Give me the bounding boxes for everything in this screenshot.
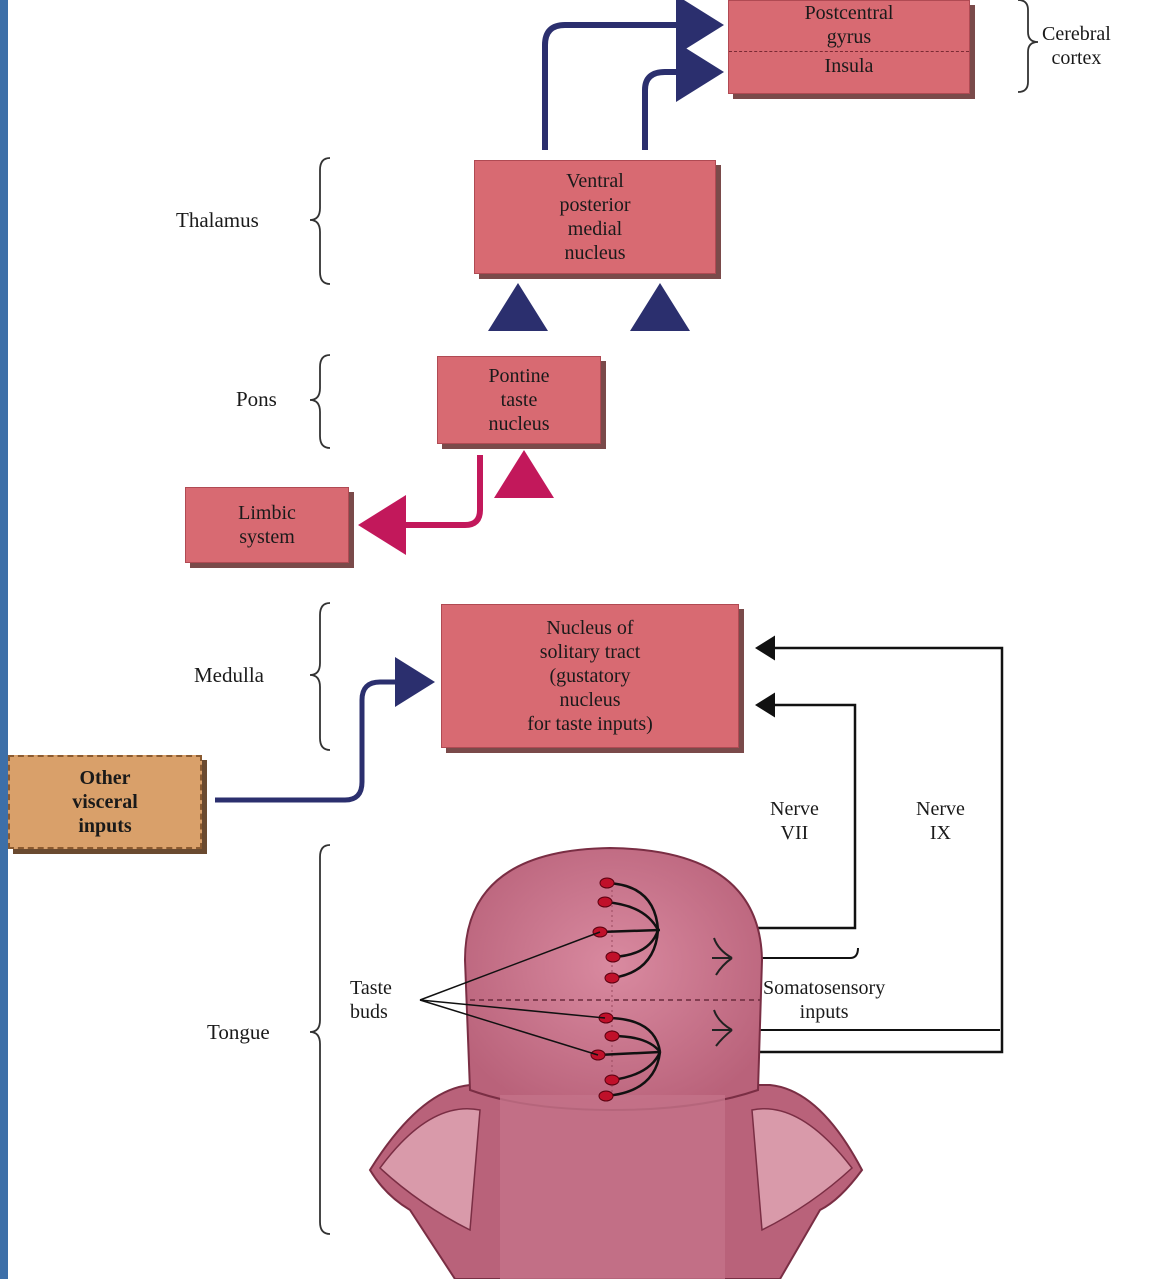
nerve-ix-label: Nerve IX [914,797,967,845]
region-thalamus: Thalamus [176,208,259,232]
left-frame-strip [0,0,8,1279]
brace-tongue [309,844,331,1235]
taste-buds-line1: Taste [350,977,392,999]
tongue-base-right-fold [751,1108,854,1232]
postcentral-gyrus-label-line1: Postcentral [804,2,894,24]
brace-medulla [309,602,331,751]
pontine-label-line2: taste [500,389,538,411]
taste-buds-pointers [419,931,606,1056]
somatosensory-line1: Somatosensory [763,977,886,999]
arrow-vpm-to-insula [642,42,724,150]
insula-label: Insula [824,55,874,77]
limbic-label-line1: Limbic [238,502,296,524]
nerve-ix-line [660,635,1004,1054]
other-label-line3: inputs [78,815,132,837]
tongue-root [500,1095,725,1279]
nerve-ix-line1: Nerve [916,798,965,820]
brace-thalamus [309,157,331,285]
other-label-line1: Other [79,767,131,789]
pontine-taste-nucleus-box: Pontine taste nucleus [437,356,601,444]
somatosensory-inputs-label: Somatosensory inputs [763,976,885,1024]
region-medulla: Medulla [194,663,264,687]
pontine-label-line1: Pontine [488,365,550,387]
nerve-ix-line2: IX [929,822,951,844]
nerve-vii-line2: VII [780,822,809,844]
cerebral-label-line1: Cerebral [1042,23,1111,45]
region-pons: Pons [236,387,277,411]
postcentral-gyrus-label-line2: gyrus [826,26,872,48]
postcentral-gyrus-insula-box: Postcentral gyrus Insula [728,0,970,94]
ventral-posterior-medial-nucleus-box: Ventral posterior medial nucleus [474,160,716,274]
nts-label-line4: nucleus [559,689,621,711]
region-cerebral-cortex: Cerebral cortex [1042,22,1111,70]
arrow-visceral-to-nts [215,657,435,803]
brace-cerebral-cortex [1017,0,1039,93]
nts-label-line5: for taste inputs) [527,713,653,735]
limbic-system-box: Limbic system [185,487,349,563]
nerve-vii-label: Nerve VII [768,797,821,845]
pontine-label-line3: nucleus [488,413,550,435]
vpm-label-line1: Ventral [566,170,624,192]
tongue-base-left-fold [378,1108,481,1232]
taste-buds-label: Taste buds [350,976,392,1024]
nerve-vii-line1: Nerve [770,798,819,820]
limbic-label-line2: system [239,526,295,548]
region-tongue: Tongue [207,1020,270,1044]
taste-buds-line2: buds [350,1001,388,1023]
somatosensory-line-upper [730,947,859,959]
nts-label-line1: Nucleus of [546,617,634,639]
brace-pons [309,354,331,449]
arrow-pontine-to-limbic [358,455,483,555]
somatosensory-endings [712,937,733,1047]
somatosensory-line2: inputs [799,1001,849,1023]
cerebral-label-line2: cortex [1051,47,1102,69]
nucleus-solitary-tract-box: Nucleus of solitary tract (gustatory nuc… [441,604,739,748]
cortex-divider [729,51,969,52]
other-visceral-inputs-box: Other visceral inputs [8,755,202,849]
nts-label-line3: (gustatory [549,665,631,687]
arrow-vpm-to-postcentral [542,0,724,150]
vpm-label-line2: posterior [559,194,631,216]
nts-label-line2: solitary tract [539,641,641,663]
vpm-label-line3: medial [567,218,623,240]
other-label-line2: visceral [72,791,138,813]
vpm-label-line4: nucleus [564,242,626,264]
